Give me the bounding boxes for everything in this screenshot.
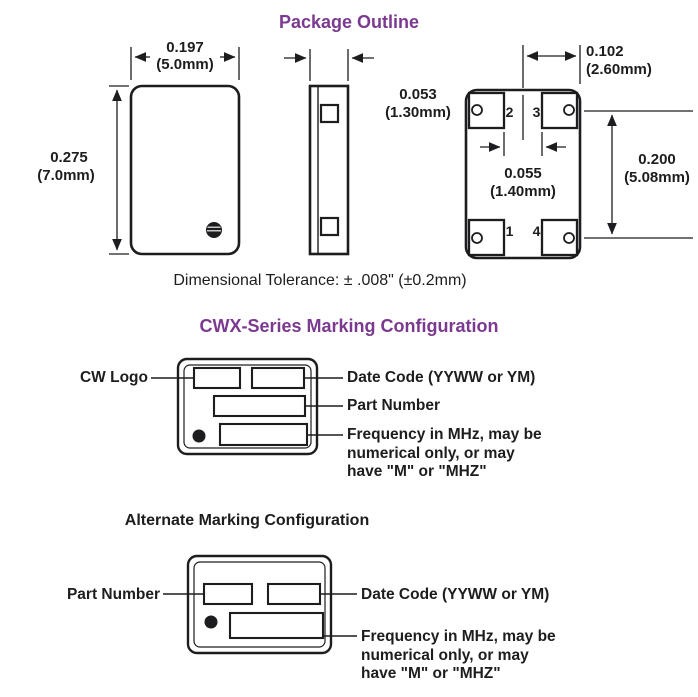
pin-4-label: 4	[532, 223, 541, 239]
alt-marking-figure	[163, 554, 357, 655]
pad-pitch-dimension-lines	[584, 110, 693, 239]
castellation-hole	[471, 232, 483, 244]
leader-lines	[151, 377, 343, 436]
alt-date-code-label: Date Code (YYWW or YM)	[361, 586, 550, 603]
frequency-label: Frequency in MHz, may be numerical only,…	[347, 426, 542, 482]
dim-height-inches: 0.275	[50, 149, 88, 166]
leader-lines	[163, 593, 357, 637]
bottom-view-drawing	[464, 88, 582, 260]
castellation-hole	[563, 104, 575, 116]
pin1-indicator-dot	[192, 429, 206, 443]
dim-pad-pitch-mm: (5.08mm)	[624, 169, 690, 186]
pad-2	[467, 91, 506, 130]
alt-frequency-label-line3: have "M" or "MHZ"	[361, 665, 501, 682]
pad-1	[467, 218, 506, 257]
cw-logo-label: CW Logo	[79, 369, 148, 386]
frequency-label-line3: have "M" or "MHZ"	[347, 463, 487, 480]
castellation-hole	[563, 232, 575, 244]
frequency-field	[218, 422, 309, 447]
dim-pad-pitch-inches: 0.200	[638, 151, 676, 168]
alt-frequency-label-line1: Frequency in MHz, may be	[361, 628, 556, 645]
pad-4	[540, 218, 579, 257]
dim-width-inches: 0.197	[166, 39, 204, 56]
side-view-drawing	[308, 84, 350, 256]
pin1-indicator-dot	[206, 222, 222, 238]
dim-height-mm: (7.0mm)	[37, 167, 95, 184]
dim-width-mm: (5.0mm)	[156, 56, 214, 73]
marking-figure	[151, 357, 343, 456]
pin-3-label: 3	[532, 104, 541, 120]
dim-thickness-mm: (1.30mm)	[385, 104, 451, 121]
dim-pad-gap-mm: (1.40mm)	[490, 183, 556, 200]
dim-pad-width-mm: (2.60mm)	[586, 61, 652, 78]
pin1-indicator-dot	[204, 615, 218, 629]
alt-frequency-label: Frequency in MHz, may be numerical only,…	[361, 628, 556, 684]
pad-3	[540, 91, 579, 130]
marking-section-title: CWX-Series Marking Configuration	[199, 316, 499, 336]
alt-part-number-label: Part Number	[66, 586, 160, 603]
frequency-label-line2: numerical only, or may	[347, 444, 515, 462]
part-number-field	[212, 394, 307, 418]
alt-marking-section-title: Alternate Marking Configuration	[124, 512, 370, 529]
part-number-field	[202, 582, 254, 606]
date-code-label: Date Code (YYWW or YM)	[347, 369, 536, 386]
tolerance-note: Dimensional Tolerance: ± .008" (±0.2mm)	[173, 272, 467, 289]
dim-pad-gap-inches: 0.055	[504, 165, 542, 182]
date-code-field	[250, 366, 306, 390]
frequency-field	[228, 611, 325, 640]
dim-thickness-inches: 0.053	[399, 86, 437, 103]
top-view-height-dimension-lines	[109, 85, 129, 255]
cw-logo-field	[192, 366, 242, 390]
pin-1-label: 1	[505, 223, 514, 239]
page-title: Package Outline	[278, 12, 420, 32]
top-view-drawing	[129, 84, 241, 256]
pad-gap-dimension-lines	[480, 132, 566, 156]
frequency-label-line1: Frequency in MHz, may be	[347, 426, 542, 443]
alt-frequency-label-line2: numerical only, or may	[361, 646, 529, 664]
part-number-label: Part Number	[347, 397, 441, 414]
pin-2-label: 2	[505, 104, 514, 120]
date-code-field	[266, 582, 322, 606]
castellation-hole	[471, 104, 483, 116]
top-view-width-dimension-lines	[130, 47, 240, 80]
dim-pad-width-inches: 0.102	[586, 43, 624, 60]
pad-width-dimension-lines	[522, 45, 581, 88]
side-view-thickness-dimension-lines	[284, 49, 374, 81]
